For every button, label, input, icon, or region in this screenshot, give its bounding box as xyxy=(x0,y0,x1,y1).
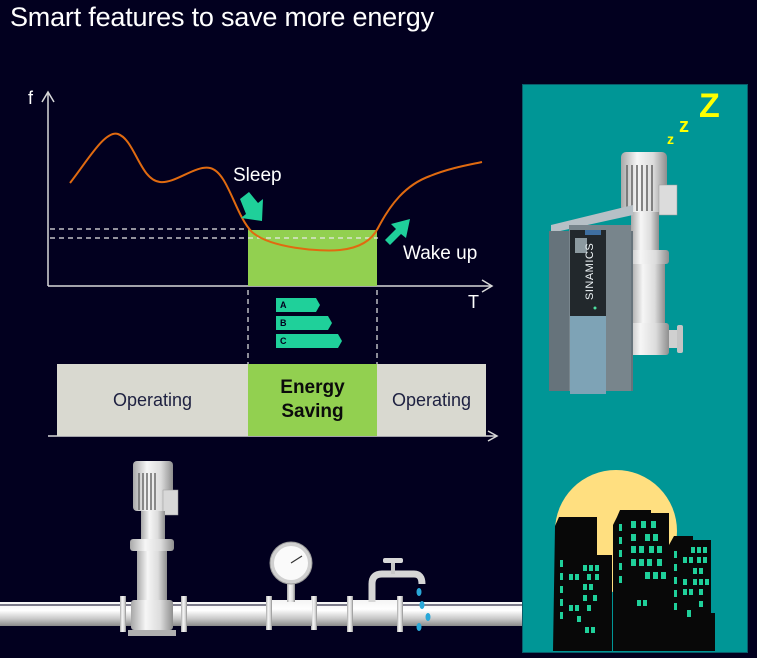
x-axis-label: T xyxy=(468,292,479,312)
sinamics-drive xyxy=(549,205,633,394)
city-buildings xyxy=(553,510,715,651)
pressure-gauge xyxy=(266,541,317,630)
y-axis xyxy=(41,90,55,286)
night-city-illustration xyxy=(553,470,715,651)
timeline-axis xyxy=(48,430,499,442)
energy-rating-c: C xyxy=(280,336,287,346)
water-drops xyxy=(416,588,431,631)
sleep-z-medium: z xyxy=(679,115,689,137)
energy-saving-region xyxy=(248,230,377,286)
energy-saving-label-line2: Saving xyxy=(281,401,344,422)
energy-saving-label-line1: Energy xyxy=(280,377,345,398)
timeline-operating-2: Operating xyxy=(377,364,486,436)
lit-windows xyxy=(560,521,709,633)
sleeping-pump xyxy=(621,152,683,355)
operating-label: Operating xyxy=(112,389,193,410)
sleep-mode-panel: SINAMICS z z Z xyxy=(522,84,748,653)
y-axis-label: f xyxy=(28,88,34,108)
sleep-illustration xyxy=(549,152,683,394)
sleep-arrow-icon xyxy=(240,192,263,221)
timeline-operating-1: Operating xyxy=(57,364,248,436)
energy-rating-a: A xyxy=(280,300,287,310)
page-title: Smart features to save more energy xyxy=(10,2,434,32)
vertical-pump xyxy=(120,461,187,636)
pipeline xyxy=(0,602,522,626)
sleep-z-small: z xyxy=(667,131,674,147)
energy-rating-b: B xyxy=(280,318,287,328)
wake-up-arrow-icon xyxy=(385,219,410,245)
region-connectors xyxy=(247,290,378,364)
wake-up-label: Wake up xyxy=(403,243,478,264)
threshold-lines xyxy=(50,228,378,239)
sleep-z-large: Z xyxy=(699,87,720,125)
leaking-tap xyxy=(347,558,431,632)
timeline-energy-saving: Energy Saving xyxy=(248,364,377,436)
sleep-label: Sleep xyxy=(233,165,282,186)
energy-efficiency-labels xyxy=(276,298,342,348)
frequency-curve xyxy=(69,132,483,252)
operating-label: Operating xyxy=(391,389,472,410)
